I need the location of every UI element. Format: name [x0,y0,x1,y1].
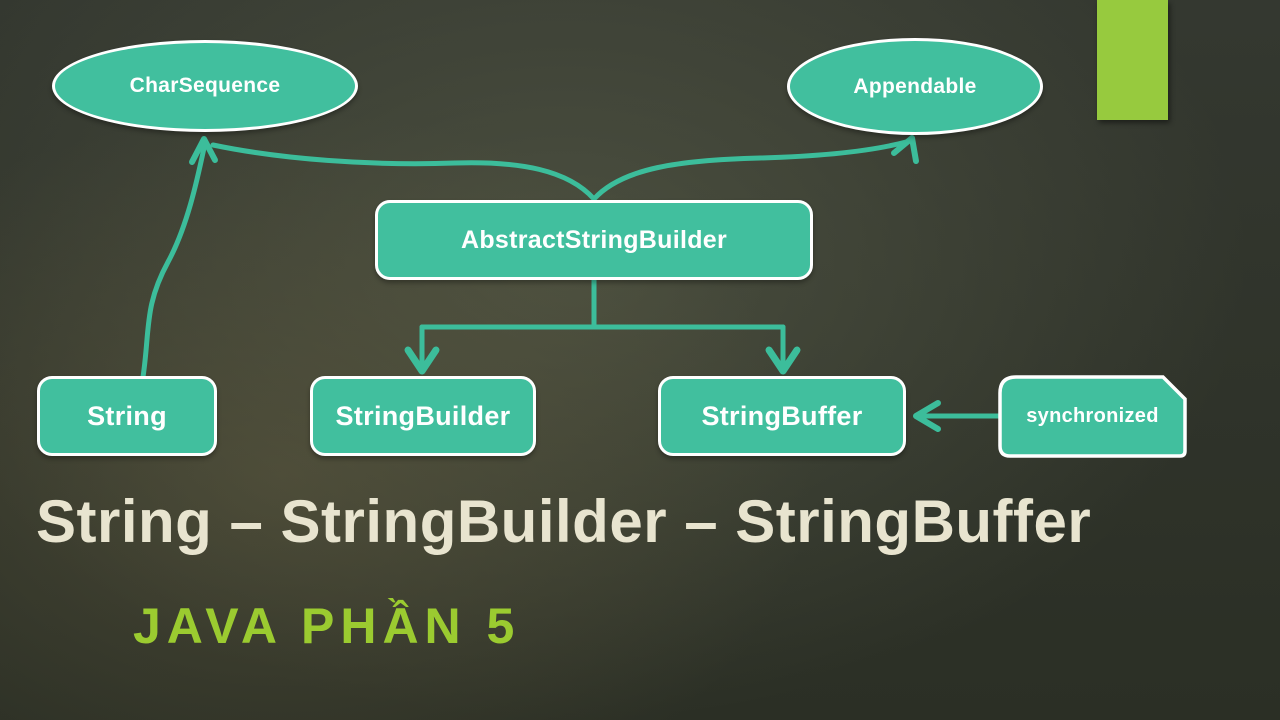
edge-string-to-charsequence [140,145,207,380]
slide-title: String – StringBuilder – StringBuffer [36,488,1092,555]
node-charsequence-label: CharSequence [129,74,281,97]
arrowhead-stringbuffer [765,346,801,375]
arrowhead-appendable [891,135,919,164]
node-string-label: String [87,400,167,431]
node-stringbuilder: StringBuilder [310,376,536,456]
node-abstractstringbuilder: AbstractStringBuilder [375,200,813,280]
edge-asb-to-appendable [591,139,909,202]
node-charsequence: CharSequence [52,40,358,132]
node-synchronized-label: synchronized [1026,405,1159,427]
node-stringbuffer: StringBuffer [658,376,906,456]
node-abstractstringbuilder-label: AbstractStringBuilder [460,225,728,254]
node-synchronized-shape [998,375,1187,458]
node-synchronized: synchronized [1000,377,1185,456]
node-stringbuffer-label: StringBuffer [701,400,863,431]
node-appendable-label: Appendable [853,74,977,98]
arrowhead-stringbuffer-right [913,400,941,432]
node-string: String [37,376,217,456]
arrowhead-stringbuilder [404,346,440,375]
node-appendable: Appendable [787,38,1043,135]
accent-bar [1097,0,1168,120]
slide-subtitle: JAVA PHẦN 5 [133,598,521,654]
arrowhead-charsequence [189,136,218,165]
edge-asb-to-charsequence [210,142,597,202]
node-stringbuilder-label: StringBuilder [335,400,511,431]
